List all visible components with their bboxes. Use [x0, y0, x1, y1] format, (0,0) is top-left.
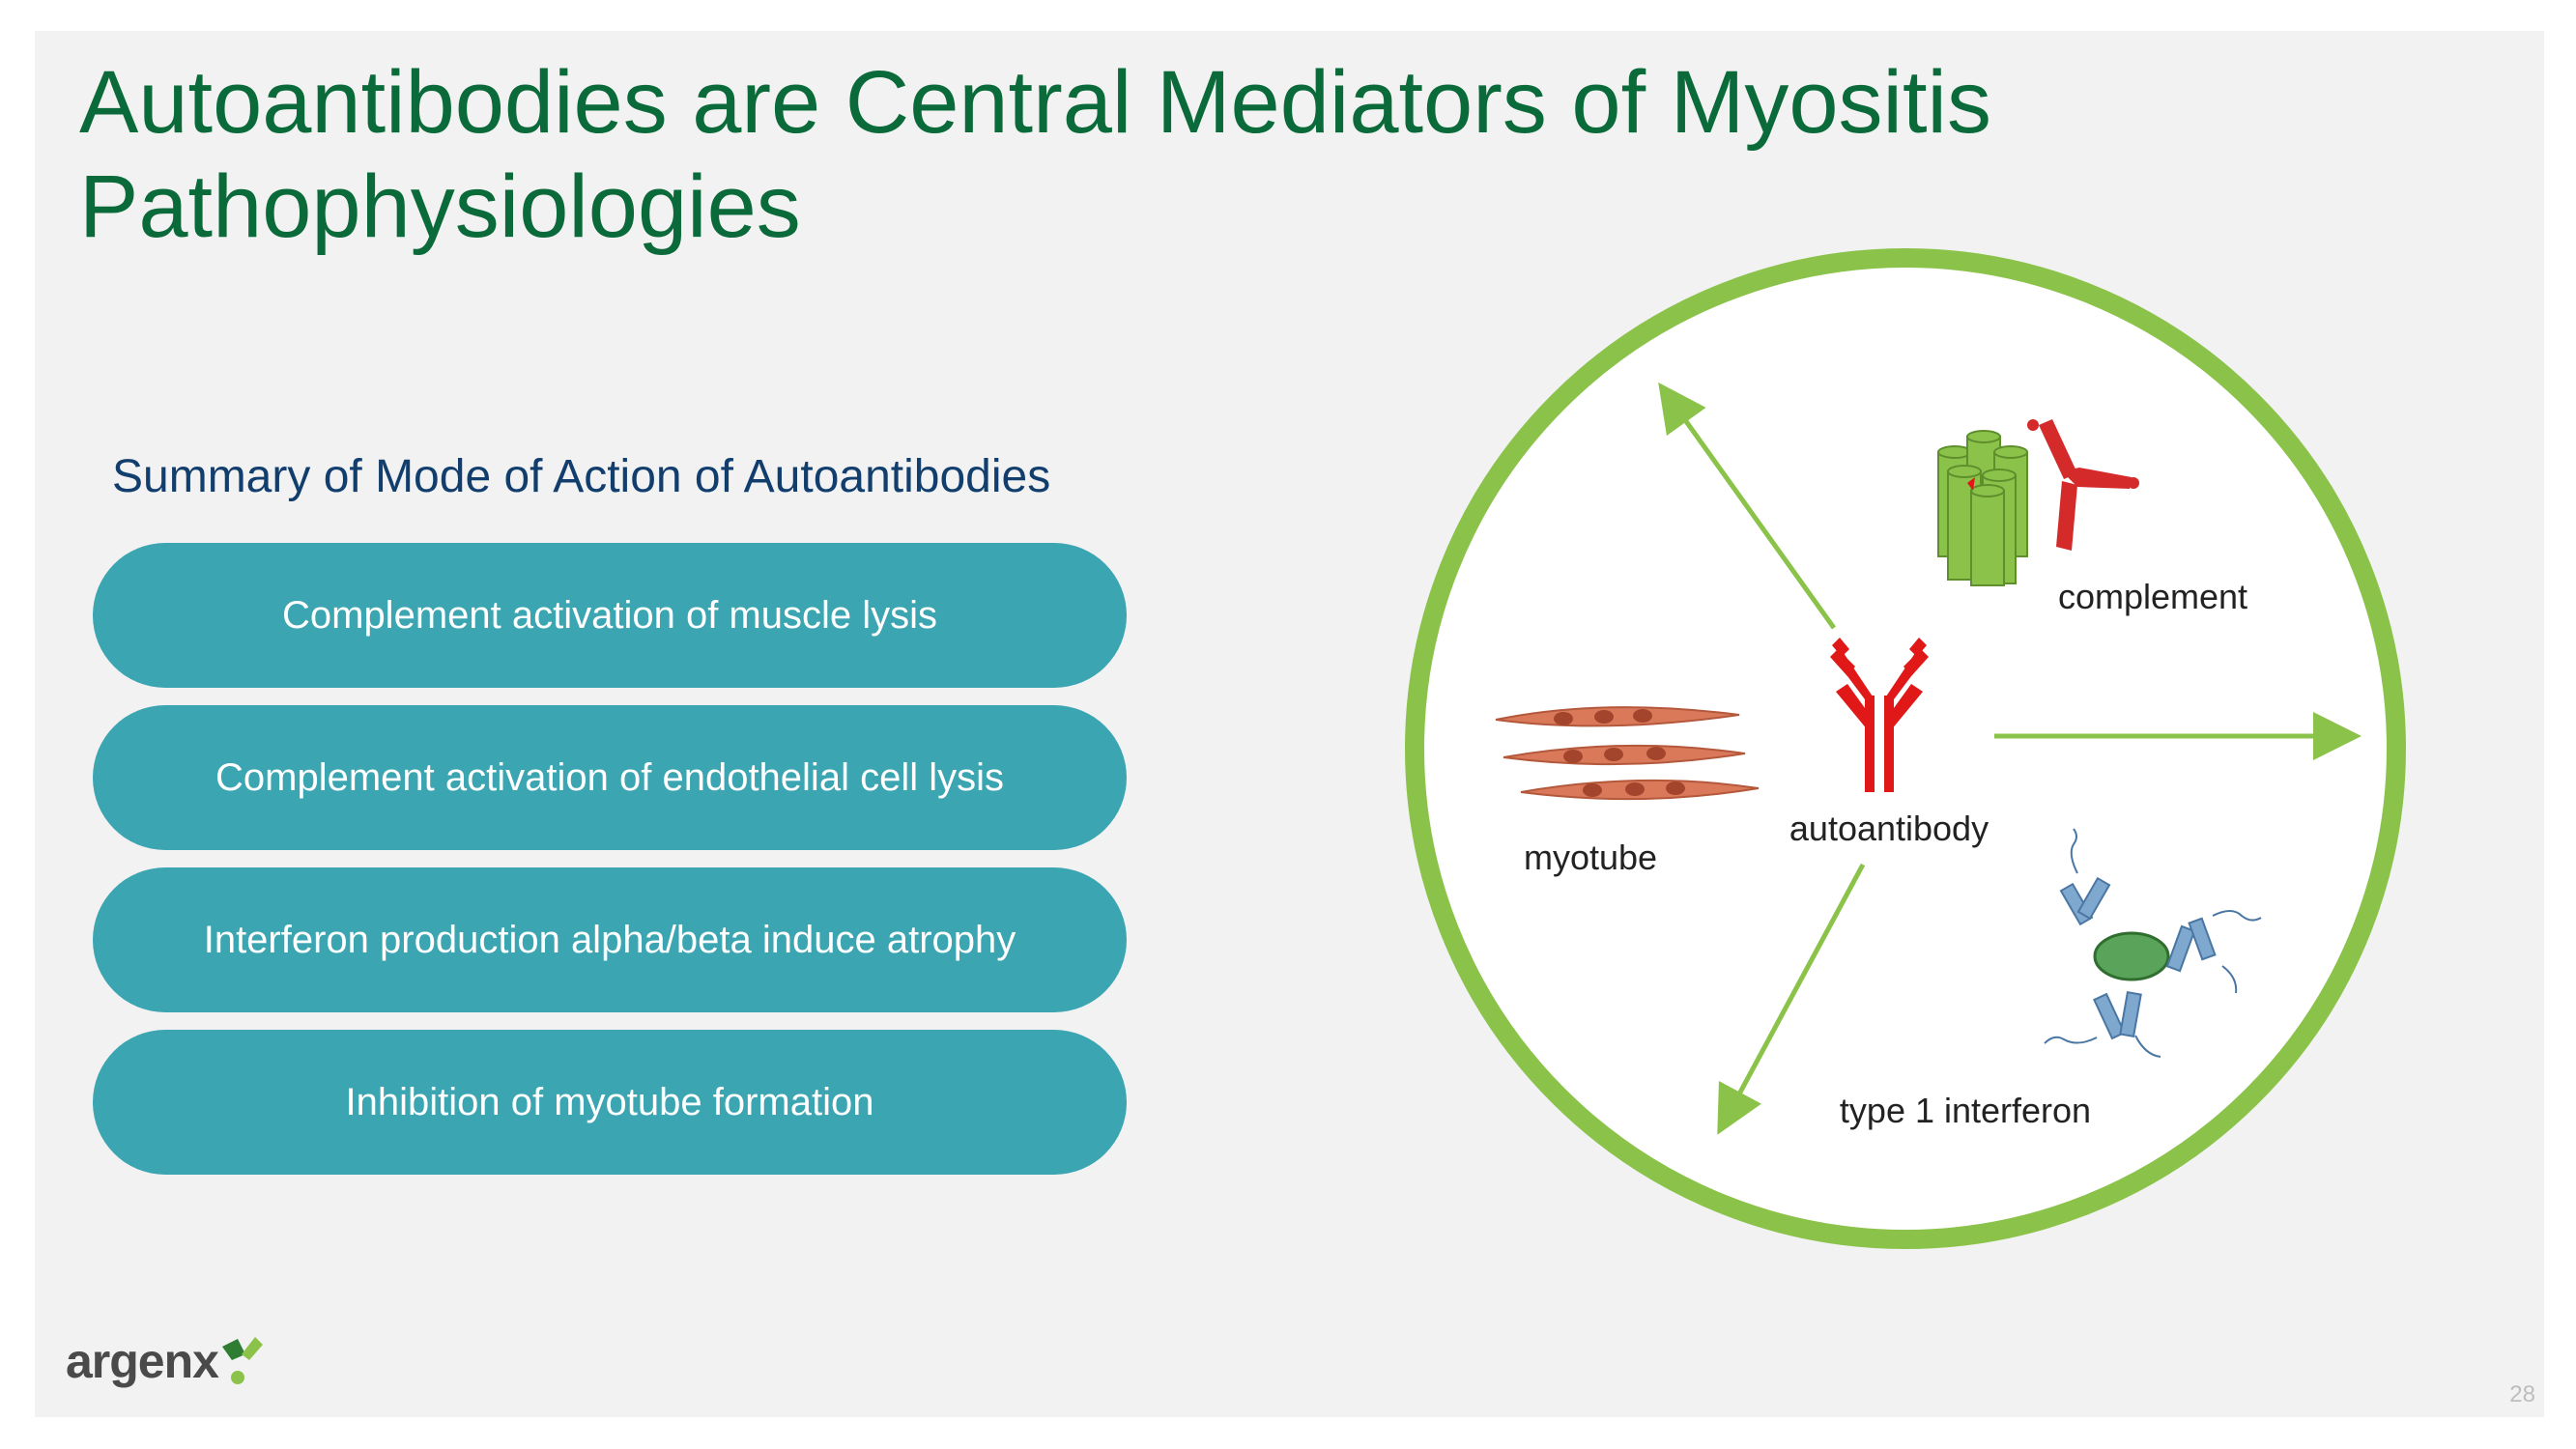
title-line-2: Pathophysiologies	[79, 157, 801, 256]
interferon-label: type 1 interferon	[1840, 1091, 2091, 1130]
mode-pill-4: Inhibition of myotube formation	[93, 1030, 1127, 1175]
summary-heading: Summary of Mode of Action of Autoantibod…	[112, 451, 1051, 502]
mode-pill-1: Complement activation of muscle lysis	[93, 543, 1127, 688]
myotube-label: myotube	[1524, 838, 1657, 877]
myotube-icon	[1495, 706, 1760, 801]
arrow-to-complement	[1658, 382, 1837, 630]
title-line-1: Autoantibodies are Central Mediators of …	[79, 53, 1991, 152]
argenx-logo: argenx	[66, 1333, 267, 1389]
mode-pill-2: Complement activation of endothelial cel…	[93, 705, 1127, 850]
logo-mark-icon	[221, 1337, 263, 1384]
autoantibody-label: autoantibody	[1789, 809, 1989, 848]
complement-label: complement	[2058, 577, 2247, 616]
complement-icon	[1937, 419, 2139, 586]
logo-wordmark: argenx	[66, 1334, 219, 1388]
arrow-to-interferon	[1717, 863, 1866, 1135]
diagram-circle	[1405, 248, 2406, 1249]
autoantibody-icon	[1830, 638, 1929, 792]
mode-pill-3: Interferon production alpha/beta induce …	[93, 867, 1127, 1012]
page-title: Autoantibodies are Central Mediators of …	[79, 50, 2108, 259]
page-number: 28	[2509, 1381, 2535, 1407]
interferon-icon	[2044, 828, 2262, 1058]
